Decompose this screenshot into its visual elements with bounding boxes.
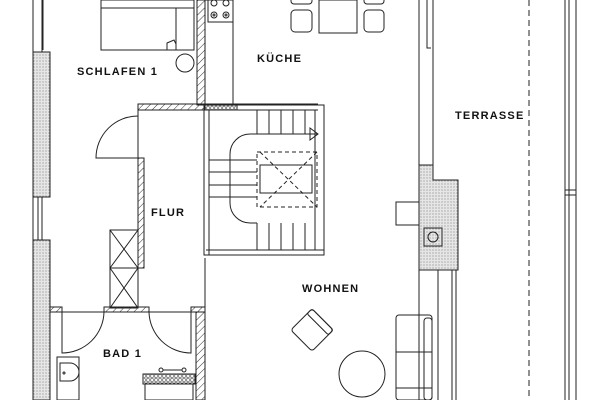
fireplace-wall <box>395 0 459 400</box>
room-label-kueche: KÜCHE <box>257 53 303 65</box>
armchair <box>291 309 333 351</box>
dining-table <box>290 0 385 34</box>
door-swing-bad <box>61 311 105 354</box>
room-label-terrasse: TERRASSE <box>455 110 525 122</box>
room-label-bad-1: BAD 1 <box>103 348 143 360</box>
room-label-wohnen: WOHNEN <box>302 283 360 295</box>
door-swing-schlafen <box>95 115 139 159</box>
bed <box>100 0 195 73</box>
sofa <box>395 314 433 400</box>
staircase <box>203 104 325 256</box>
round-table <box>338 350 386 398</box>
door-swing-flur <box>148 311 192 354</box>
room-label-schlafen-1: SCHLAFEN 1 <box>77 66 159 78</box>
wardrobe <box>109 229 139 309</box>
stove <box>207 0 234 23</box>
room-label-flur: FLUR <box>151 207 186 219</box>
exterior-wall-left <box>32 0 51 400</box>
